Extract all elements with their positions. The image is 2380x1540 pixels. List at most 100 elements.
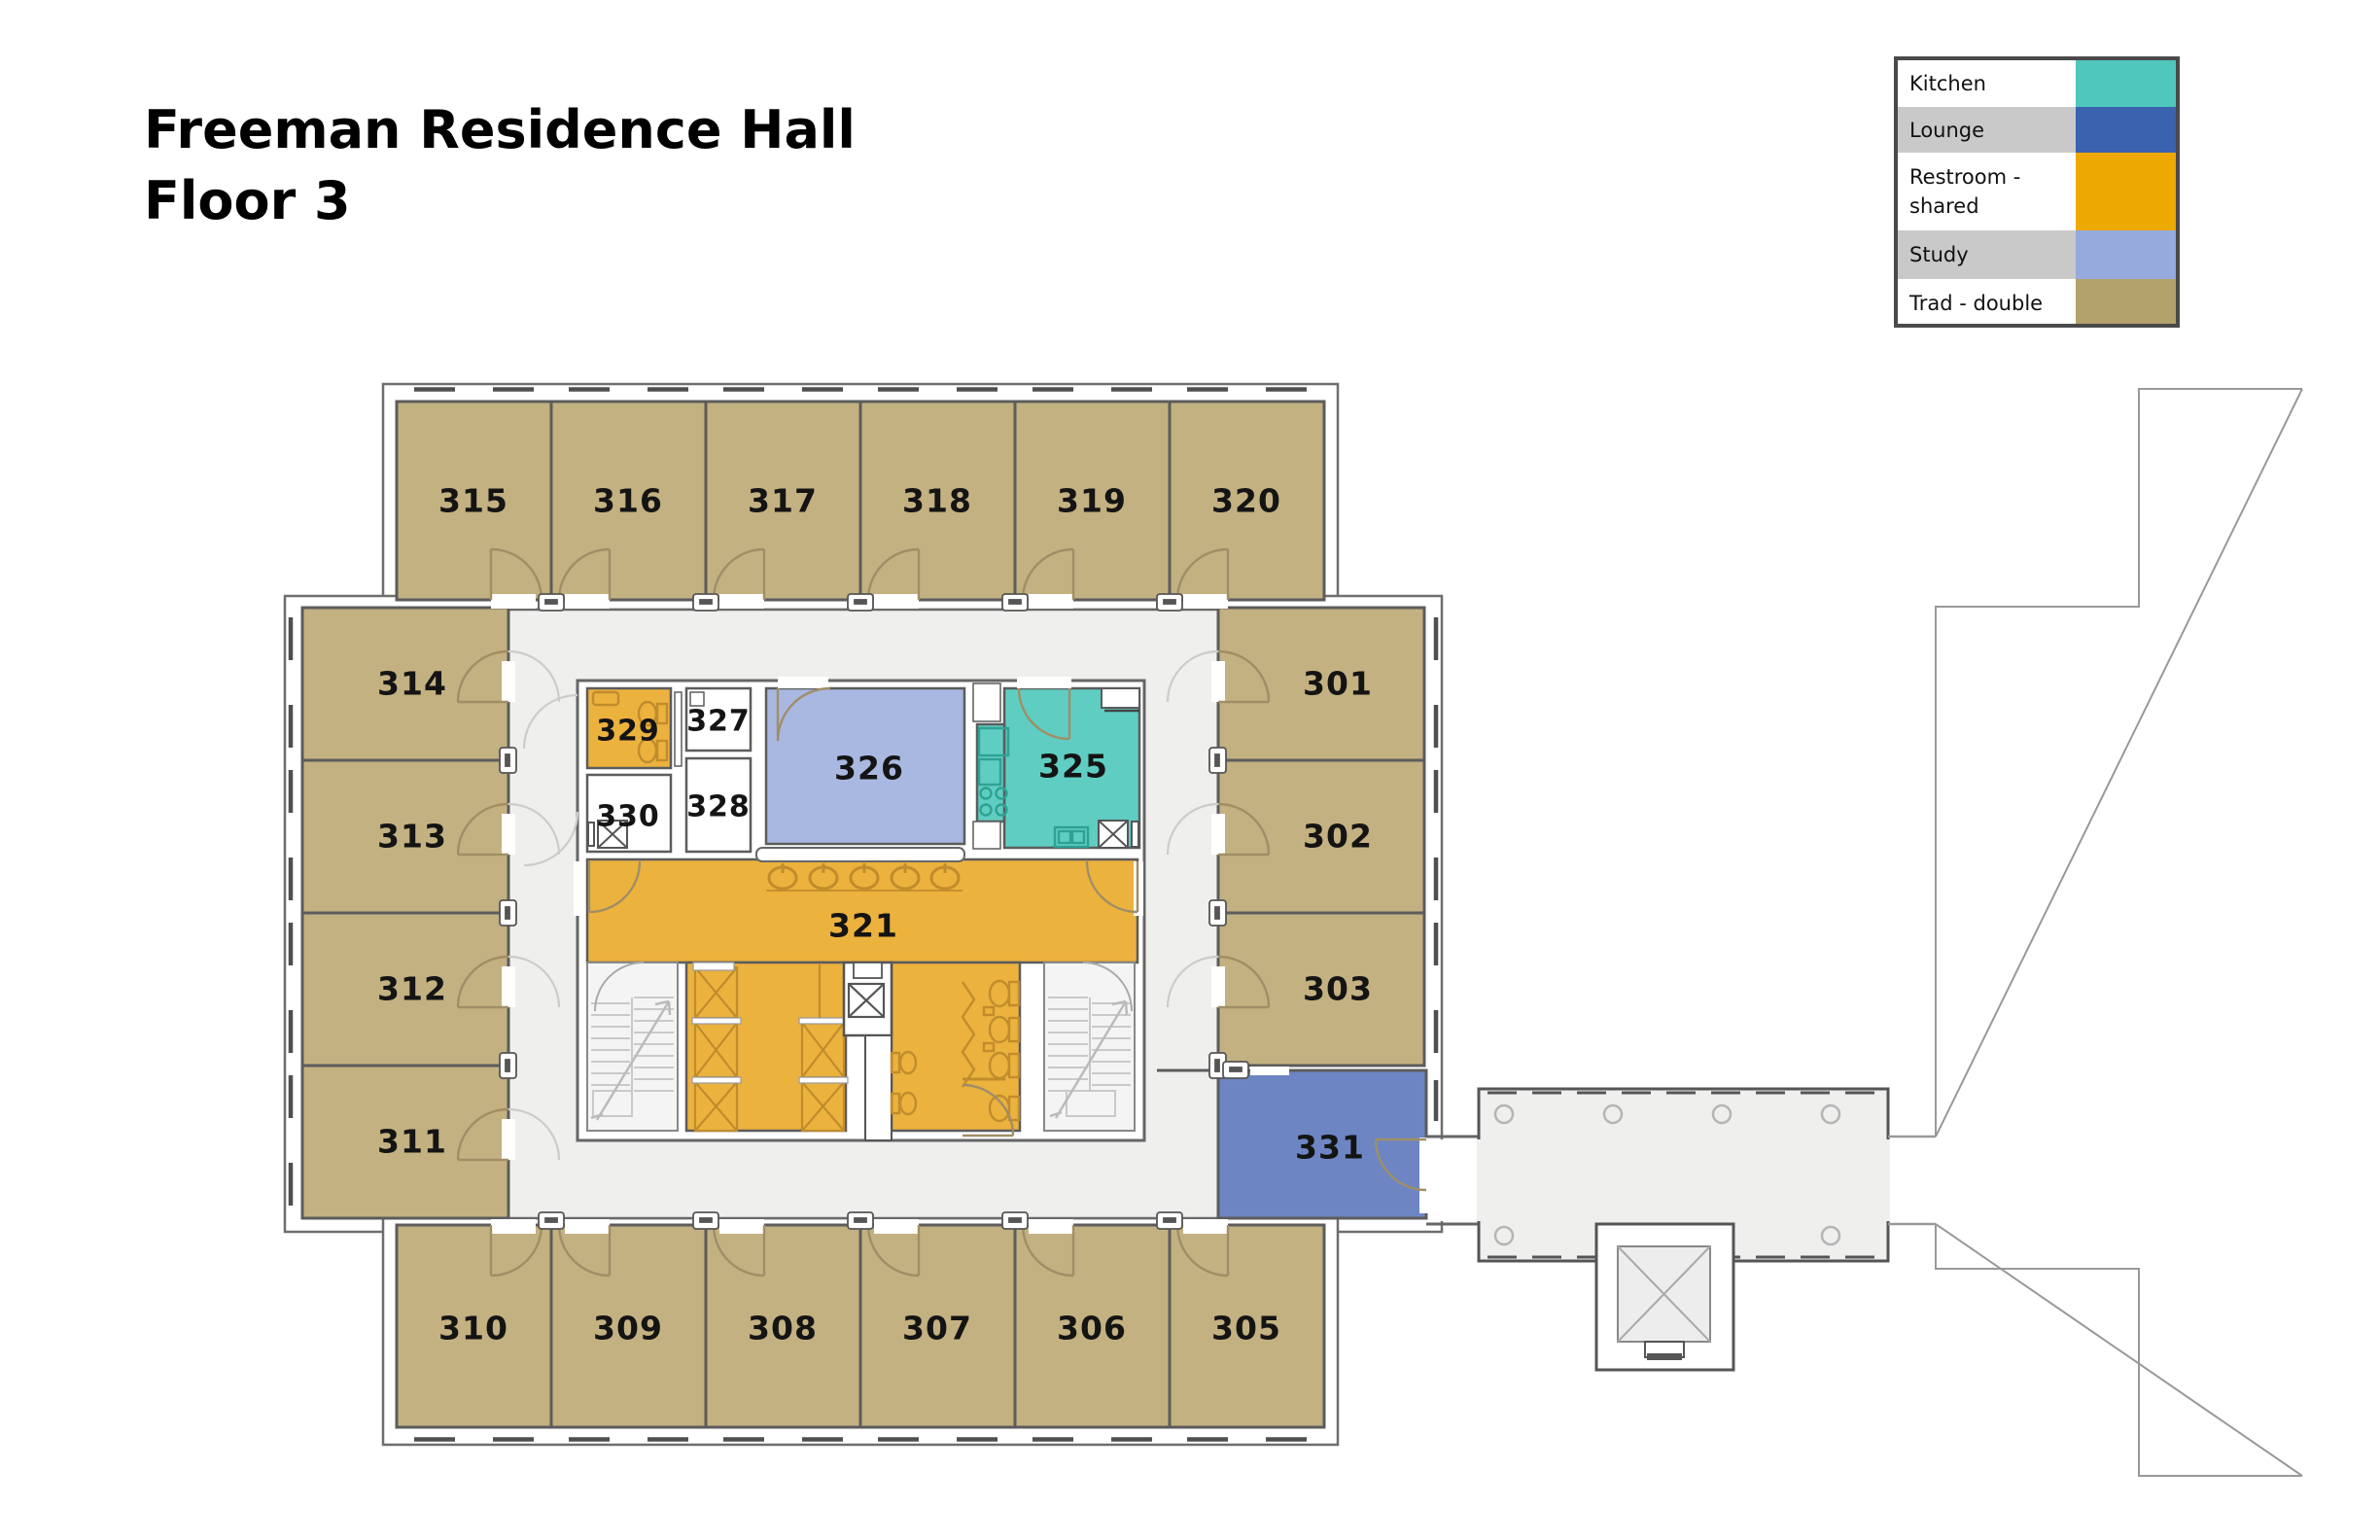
elevator-x-icon — [847, 982, 886, 1019]
jamb-icon — [847, 593, 874, 612]
column-icon — [1493, 1103, 1515, 1125]
room-310-area — [395, 1223, 553, 1429]
legend-label-lounge: Lounge — [1909, 119, 1984, 142]
room-325-label: 325 — [1038, 748, 1108, 786]
room-309-label: 309 — [593, 1310, 663, 1348]
lobby-openings — [1477, 1139, 1890, 1221]
partition-329-327 — [674, 691, 682, 767]
flush-box — [982, 1005, 996, 1017]
legend-labels: Kitchen Lounge Restroom - shared Study T… — [1908, 72, 2043, 315]
legend-swatch-lounge — [2076, 107, 2178, 153]
room-313-label: 313 — [377, 818, 447, 856]
flush-box — [982, 1041, 996, 1053]
legend-swatches — [2076, 58, 2178, 326]
core-x-boxes — [587, 820, 1139, 849]
core-rooms — [585, 682, 1141, 854]
room-312-label: 312 — [377, 970, 447, 1008]
title-line2: Floor 3 — [144, 170, 351, 231]
jamb-icon — [499, 899, 517, 927]
room-301-label: 301 — [1303, 665, 1373, 703]
stair-door-arc-right — [1082, 962, 1133, 1012]
room-326-label: 326 — [834, 750, 904, 788]
column-icon — [1711, 1103, 1732, 1125]
legend-border — [1894, 56, 2180, 328]
jamb-icon — [692, 593, 719, 612]
stair-treads-right — [1048, 997, 1131, 1117]
room-316-area — [549, 400, 708, 602]
jamb-icon — [499, 747, 517, 774]
room-305-area — [1168, 1223, 1326, 1429]
door-jambs — [499, 593, 1249, 1230]
perimeter-rooms — [300, 400, 1428, 1429]
room-309-area — [549, 1223, 708, 1429]
neck-right — [1888, 1135, 1936, 1226]
door-swings — [456, 547, 1427, 1278]
closet-325-bottom — [972, 821, 1001, 850]
column-icon — [1820, 1225, 1841, 1246]
jamb-icon — [1001, 593, 1029, 612]
legend-swatch-study — [2076, 230, 2178, 279]
kitchen-325-fixtures — [977, 726, 1090, 849]
column-icon — [1820, 1103, 1841, 1125]
room-307-area — [858, 1223, 1017, 1429]
room-328-label: 328 — [686, 790, 751, 824]
room-306-label: 306 — [1057, 1310, 1127, 1348]
elevator-x-icon — [587, 820, 628, 849]
sink-icon — [808, 863, 839, 891]
title-line1: Freeman Residence Hall — [144, 99, 856, 160]
room-312-area — [300, 911, 510, 1068]
jamb-icon — [1208, 899, 1227, 927]
room-302-label: 302 — [1303, 818, 1373, 856]
jamb-icon — [538, 1211, 565, 1230]
toilet-area-fixtures — [890, 979, 1021, 1123]
sink-icon — [849, 863, 880, 891]
legend-swatch-kitchen — [2076, 58, 2178, 107]
connector — [1426, 1087, 1936, 1372]
room-328-area — [684, 756, 752, 854]
bridge-elevator — [1594, 1222, 1735, 1372]
legend-swatch-restroom — [2076, 153, 2178, 230]
restroom-329-fixtures — [591, 690, 669, 764]
room-314-area — [300, 606, 510, 762]
neck-left — [1426, 1135, 1479, 1226]
room-317-area — [704, 400, 862, 602]
room-307-label: 307 — [902, 1310, 972, 1348]
room-327-label: 327 — [686, 705, 751, 739]
room-318-label: 318 — [902, 482, 972, 520]
elevator-sill-bar — [1647, 1353, 1682, 1360]
legend-label-restroom-line1: Restroom - — [1909, 165, 2020, 189]
legend-label-restroom-line2: shared — [1909, 194, 1979, 218]
room-326-area — [764, 686, 966, 846]
stairwells — [586, 962, 1136, 1132]
room-315-area — [395, 400, 553, 602]
legend: Kitchen Lounge Restroom - shared Study T… — [1894, 56, 2180, 328]
jamb-icon — [1222, 1061, 1249, 1079]
stair-arrow-left — [590, 999, 672, 1121]
jamb-icon — [1001, 1211, 1029, 1230]
stall-jambs — [691, 962, 849, 1084]
jamb-icon — [847, 1211, 874, 1230]
room-314-label: 314 — [377, 665, 447, 703]
column-icon — [1602, 1103, 1624, 1125]
core-service-corridor — [864, 1034, 892, 1141]
toilet-icon — [637, 700, 669, 727]
sink-row-321 — [755, 847, 965, 892]
elevator-x-icon — [1617, 1245, 1711, 1343]
room-319-label: 319 — [1057, 482, 1127, 520]
room-329-label: 329 — [596, 715, 660, 749]
room-308-label: 308 — [748, 1310, 818, 1348]
jamb-icon — [692, 1211, 719, 1230]
sink-icon — [591, 690, 620, 707]
room-labels: 315 316 317 318 319 320 314 313 312 311 … — [377, 482, 1373, 1348]
toilet-icon — [637, 737, 669, 764]
sink-icon — [767, 863, 798, 891]
kitchen-window-box — [1101, 687, 1140, 709]
jamb-icon — [1208, 1052, 1227, 1079]
room-319-area — [1013, 400, 1172, 602]
room-320-area — [1168, 400, 1326, 602]
room-310-label: 310 — [438, 1310, 508, 1348]
closet-325-top — [972, 682, 1001, 722]
stall-column-a — [693, 965, 739, 1133]
kitchen-sink-icon — [1053, 825, 1090, 849]
